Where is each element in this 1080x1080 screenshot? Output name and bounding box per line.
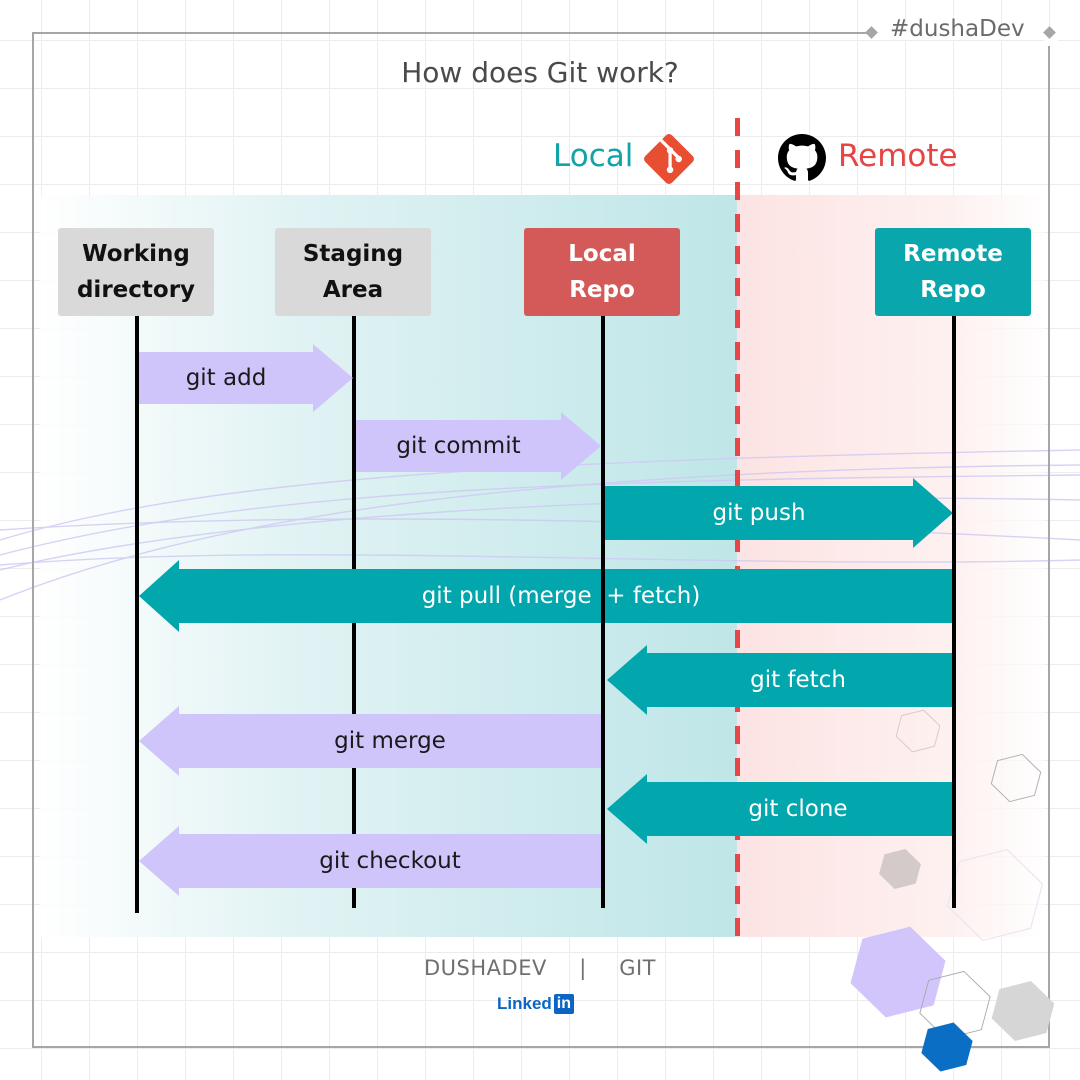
hashtag-label: #dushaDev: [890, 16, 1025, 42]
decorative-hexagon-icon: [946, 848, 1044, 942]
git-commit-arrow: git commit: [356, 412, 601, 480]
git-push-arrow: git push: [605, 478, 953, 548]
arrow-shape: [605, 478, 953, 548]
git-add-arrow: git add: [139, 344, 353, 412]
remote-repo-lifeline: [952, 316, 956, 908]
box-label: Local: [568, 241, 636, 267]
command-label: git merge: [334, 728, 446, 754]
box-label: Repo: [920, 277, 986, 303]
git-merge-arrow: git merge: [139, 706, 601, 776]
git-logo-icon: [644, 134, 694, 184]
github-logo-icon: [778, 134, 826, 181]
linkedin-logo-icon: Linked in: [497, 994, 575, 1014]
linkedin-box: in: [553, 994, 575, 1014]
command-label: git clone: [748, 796, 848, 822]
git-checkout-arrow: git checkout: [139, 826, 601, 896]
box-label: Area: [322, 277, 384, 303]
decorative-hexagon-icon: [921, 1022, 973, 1072]
remote-zone-label: Remote: [838, 138, 958, 174]
decorative-hexagon-icon: [895, 709, 941, 753]
working-directory-lifeline: [135, 316, 139, 913]
command-label: git commit: [396, 433, 521, 459]
box-label: Remote: [903, 241, 1003, 267]
box-label: Staging: [302, 241, 404, 267]
linkedin-word: Linked: [497, 994, 552, 1013]
local-repo-lifeline: [601, 316, 605, 908]
arrow-shape: [139, 344, 353, 412]
page-title: How does Git work?: [401, 56, 679, 89]
working-directory-box: Working directory: [58, 228, 214, 316]
arrow-shape: [139, 560, 953, 632]
decorative-hexagon-icon: [850, 926, 946, 1018]
arrow-shape: [607, 645, 953, 715]
footer-caption: DUSHADEV | GIT: [0, 956, 1080, 980]
box-label: directory: [76, 277, 196, 303]
command-label: git add: [185, 365, 267, 391]
arrow-shape: [356, 412, 601, 480]
arrow-shape: [139, 826, 601, 896]
remote-repo-box: Remote Repo: [875, 228, 1031, 316]
staging-area-box: Staging Area: [275, 228, 431, 316]
frame-gap: [870, 26, 1060, 40]
local-zone-label: Local: [553, 138, 634, 174]
footer-brand: DUSHADEV: [424, 956, 547, 980]
decorative-hexagon-icon: [991, 981, 1055, 1041]
arrow-shape: [607, 774, 953, 844]
box-label: Repo: [569, 277, 635, 303]
footer-topic: GIT: [619, 956, 656, 980]
git-pull-arrow: git pull (merge + fetch): [139, 560, 953, 632]
git-clone-arrow: git clone: [607, 774, 953, 844]
outer-frame: [32, 32, 1050, 1048]
git-fetch-arrow: git fetch: [607, 645, 953, 715]
local-repo-box: Local Repo: [524, 228, 680, 316]
command-label: git pull (merge + fetch): [421, 583, 701, 609]
footer-separator: |: [579, 956, 587, 980]
arrow-shape: [139, 706, 601, 776]
decorative-hexagon-icon: [990, 753, 1042, 803]
command-label: git fetch: [750, 667, 846, 693]
box-label: Working: [82, 241, 190, 267]
decorative-hexagon-icon: [879, 849, 921, 889]
command-label: git checkout: [319, 848, 461, 874]
command-label: git push: [712, 500, 806, 526]
